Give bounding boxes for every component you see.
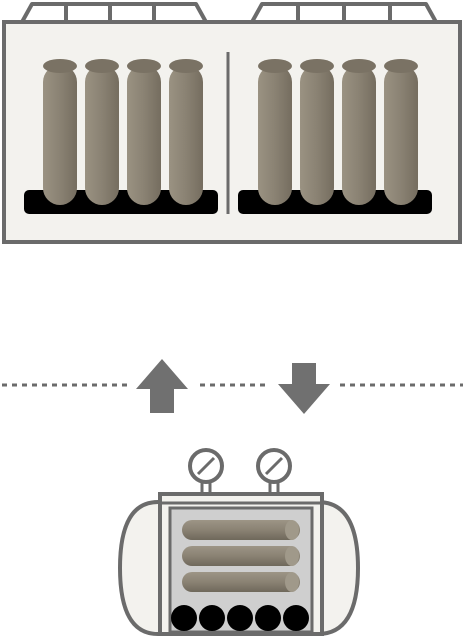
- bottom-wheels: [171, 605, 309, 631]
- cylinder: [127, 59, 161, 205]
- wheel: [227, 605, 253, 631]
- wheel: [199, 605, 225, 631]
- roof-vent-left: [20, 2, 208, 23]
- up-arrow-icon: [136, 359, 188, 413]
- gauge-left: [188, 448, 224, 496]
- wheel: [255, 605, 281, 631]
- top-left-cylinders: [43, 59, 203, 205]
- rod: [182, 546, 300, 566]
- down-arrow-icon: [278, 363, 330, 414]
- rod: [182, 520, 300, 540]
- gauge-right: [256, 448, 292, 496]
- cylinder: [342, 59, 376, 205]
- wheel: [171, 605, 197, 631]
- wheel: [283, 605, 309, 631]
- top-right-cylinders: [258, 59, 418, 205]
- transfer-indicator: [2, 359, 463, 414]
- bottom-rods: [182, 520, 300, 592]
- cylinder: [384, 59, 418, 205]
- bottom-unit: [117, 448, 361, 636]
- top-unit: [2, 2, 462, 244]
- cylinder: [85, 59, 119, 205]
- roof-vent-right: [250, 2, 438, 23]
- rod: [182, 572, 300, 592]
- cylinder: [300, 59, 334, 205]
- cylinder: [258, 59, 292, 205]
- cylinder: [169, 59, 203, 205]
- cylinder: [43, 59, 77, 205]
